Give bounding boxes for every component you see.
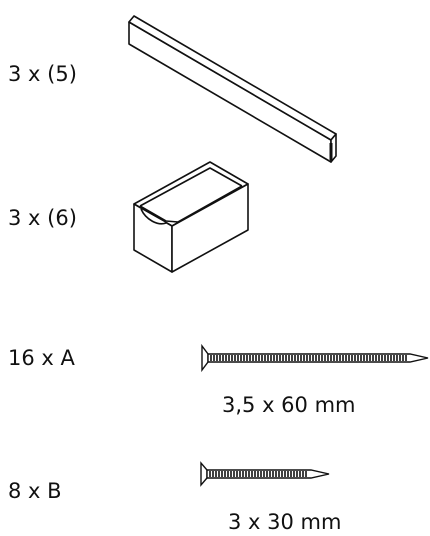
open-box-icon [133,161,249,273]
size-label-hardware-a: 3,5 x 60 mm [222,393,356,417]
flat-plank-icon [128,15,337,163]
quantity-label-part-5: 3 x (5) [8,62,77,86]
quantity-label-hardware-b: 8 x B [8,479,62,503]
quantity-label-part-6: 3 x (6) [8,206,77,230]
long-nail-icon [201,343,429,373]
quantity-label-hardware-a: 16 x A [8,346,75,370]
short-nail-icon [200,461,330,487]
size-label-hardware-b: 3 x 30 mm [228,510,342,534]
